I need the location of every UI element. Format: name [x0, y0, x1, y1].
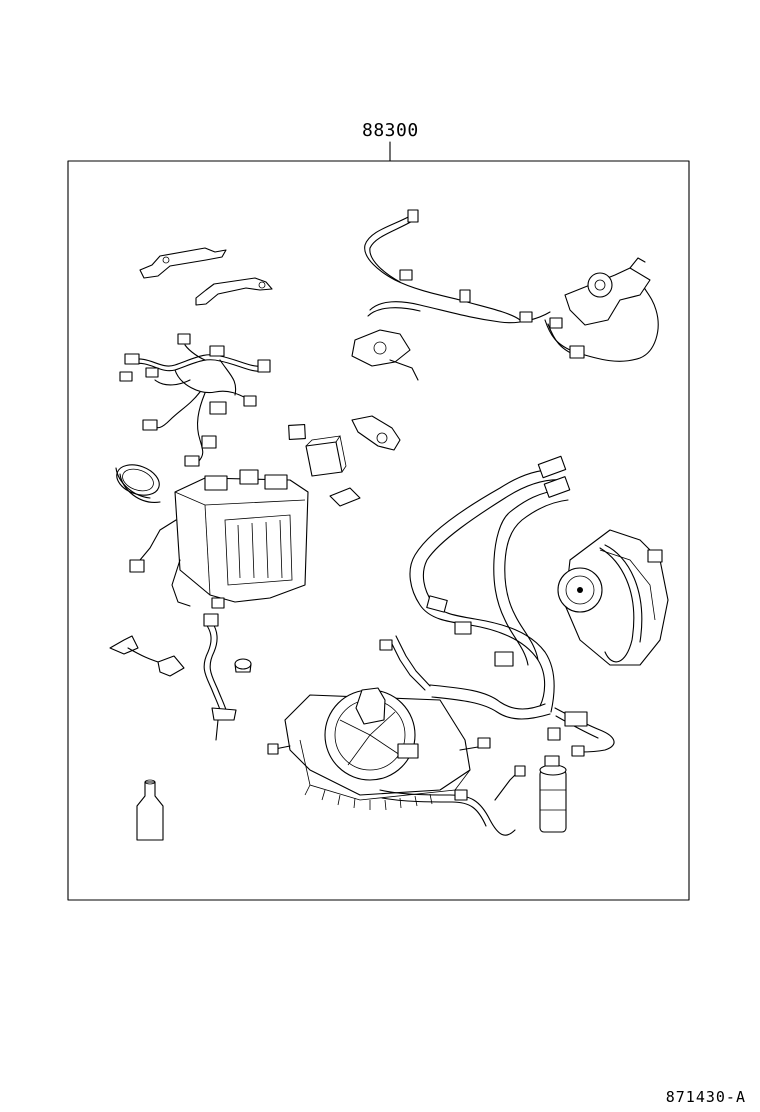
evaporator-unit [129, 469, 309, 609]
pipe-with-bracket [547, 707, 615, 757]
grommet [329, 487, 361, 507]
condenser-fan-assembly [267, 635, 491, 811]
wire-harness [119, 333, 271, 467]
part-number-callout: 88300 [362, 120, 419, 141]
vacuum-switching-valve [351, 329, 419, 381]
mounting-bracket-upper [139, 247, 227, 279]
blower-duct [115, 464, 161, 503]
pressure-switch [351, 415, 401, 451]
idle-up-actuator [564, 257, 651, 326]
rubber-plug [234, 658, 252, 673]
drain-hose-with-sensor [203, 613, 237, 741]
liquid-line [379, 765, 526, 836]
small-pad [288, 424, 306, 440]
receiver-dryer [539, 755, 567, 833]
mounting-bracket-lower [195, 277, 273, 306]
compressor [557, 529, 669, 666]
kit-boundary-frame [67, 160, 690, 901]
compressor-oil-bottle [136, 779, 164, 841]
refrigerant-hoses [409, 455, 571, 720]
figure-code-label: 871430-A [665, 1088, 746, 1106]
bracket-clamp-set [109, 635, 185, 677]
vacuum-harness [364, 209, 659, 362]
relay-block [305, 435, 347, 477]
